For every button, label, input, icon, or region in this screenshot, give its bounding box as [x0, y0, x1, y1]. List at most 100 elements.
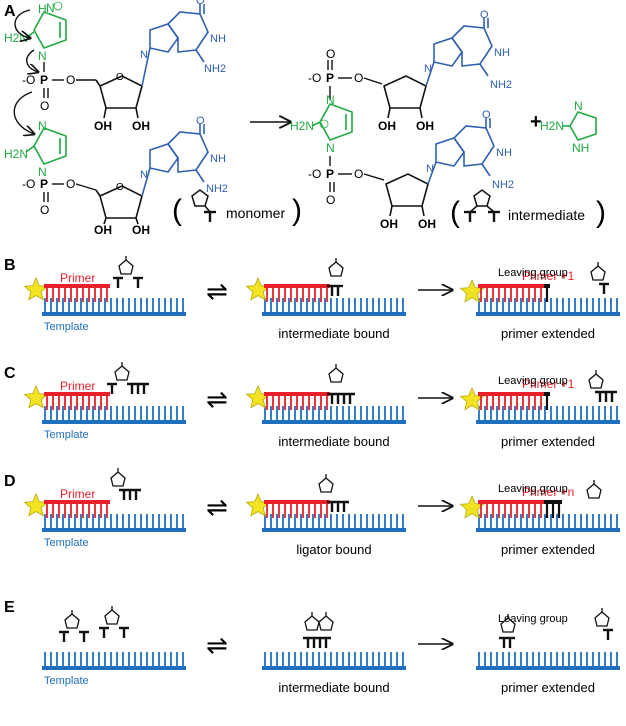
- template-strand: [476, 514, 620, 532]
- atom-p-int-2: P: [326, 167, 334, 181]
- leaving-group-label: Leaving group: [498, 613, 568, 625]
- atom-o-minus-1: -O: [22, 73, 35, 87]
- primer-label: Primer: [60, 379, 95, 393]
- atom-o-ester-1: O: [66, 73, 75, 87]
- fluorophore-star-icon: [459, 278, 485, 303]
- atom-nh-guanine-top: NH: [210, 33, 226, 45]
- imidazolium-bridge: [311, 103, 353, 141]
- free-imidazole: [563, 111, 597, 141]
- fluorophore-star-icon: [245, 492, 271, 517]
- template-strand: [42, 406, 186, 424]
- nucleobase-icon: [119, 626, 129, 638]
- paren-open-monomer: (: [172, 194, 182, 227]
- leaving-group-label: Leaving group: [498, 483, 568, 495]
- intermediate-icon: [114, 362, 130, 381]
- intermediate-icon: [64, 610, 80, 629]
- equilibrium-arrow-icon: ⇌: [206, 385, 228, 415]
- atom-h2n-bottom: H2N: [4, 147, 28, 161]
- atom-oh-top-2: OH: [132, 119, 150, 133]
- template-strand: [42, 652, 186, 670]
- paren-open-intermediate: (: [450, 196, 460, 229]
- atom-oh-int-3: OH: [380, 217, 398, 231]
- imidazole-ring-bottom: [25, 127, 67, 165]
- middle-caption: intermediate bound: [278, 680, 389, 695]
- atom-h2n-free: H2N: [540, 119, 564, 133]
- nucleobase-icon: [595, 390, 617, 402]
- ribose-int-top: [383, 75, 427, 119]
- bound-intermediate-icon: [304, 612, 320, 631]
- right-caption: primer extended: [501, 680, 595, 695]
- product-icon: [500, 614, 516, 633]
- atom-o-double-1: O: [40, 99, 49, 113]
- template-label: Template: [44, 675, 89, 687]
- fluorophore-star-icon: [23, 492, 49, 517]
- equilibrium-arrow-icon: ⇌: [206, 493, 228, 523]
- fluorophore-star-icon: [23, 276, 49, 301]
- nucleobase-icon: [79, 630, 89, 642]
- ribose-int-bottom: [385, 173, 429, 217]
- atom-oh-int-2: OH: [416, 119, 434, 133]
- intermediate-icon: [118, 256, 134, 275]
- atom-n-guanine-bottom: N: [140, 169, 148, 181]
- primer-strand: [44, 392, 110, 410]
- template-strand: [476, 406, 620, 424]
- intermediate-icon: [104, 606, 120, 625]
- ribose-top: [95, 75, 143, 119]
- nucleobase-icon: [303, 636, 331, 648]
- atom-o-int-top: O: [326, 47, 335, 61]
- nucleobase-icon: [127, 382, 149, 394]
- primer-extended-label: Primer +1: [522, 377, 575, 391]
- intermediate-icon: [464, 189, 500, 222]
- atom-o-guanine-bottom: O: [196, 115, 205, 127]
- primer-extended-label: Primer +1: [522, 269, 575, 283]
- primer-strand: [44, 284, 110, 302]
- leaving-group-icon: [586, 480, 602, 499]
- paren-close-monomer: ): [292, 194, 302, 227]
- panel-d-letter: D: [4, 473, 16, 490]
- curved-arrow-2: [26, 49, 38, 72]
- panel-a-letter: A: [4, 3, 16, 20]
- right-caption: primer extended: [501, 326, 595, 341]
- panel-e-letter: E: [4, 599, 15, 616]
- guanine-top: [141, 4, 209, 87]
- template-label: Template: [44, 429, 89, 441]
- curved-arrow-1: [14, 9, 30, 38]
- template-strand: [42, 514, 186, 532]
- primer-strand: [478, 500, 562, 518]
- atom-o-int-ester-1: O: [354, 71, 363, 85]
- leaving-group-icon: [594, 608, 610, 627]
- template-strand: [476, 652, 620, 670]
- atom-oh-int-4: OH: [418, 217, 436, 231]
- atom-o-int-ester-2: O: [354, 167, 363, 181]
- primer-strand: [264, 500, 330, 518]
- fluorophore-star-icon: [245, 276, 271, 301]
- leaving-group-label: Leaving group: [498, 375, 568, 387]
- primer-strand: [44, 500, 110, 518]
- ribose-bottom: [95, 185, 143, 225]
- atom-nh-free: NH: [572, 141, 589, 155]
- imidazolium-ring-top: [33, 11, 67, 49]
- plus-sign: +: [530, 111, 542, 133]
- ligator-icon: [110, 468, 126, 487]
- middle-caption: intermediate bound: [278, 434, 389, 449]
- atom-o-int-double: O: [326, 193, 335, 207]
- primer-extended-label: Primer +n: [522, 485, 574, 499]
- nucleobase-icon: [113, 276, 123, 288]
- primer-label: Primer: [60, 487, 95, 501]
- fluorophore-star-icon: [245, 384, 271, 409]
- nucleobase-icon: [99, 626, 109, 638]
- atom-o-guanine-int-bottom: O: [482, 109, 491, 121]
- atom-n-top-lower: N: [38, 49, 47, 63]
- template-strand: [262, 652, 406, 670]
- atom-n-bottom-lower: N: [38, 165, 47, 179]
- atom-nh2-guanine-int-bottom: NH2: [492, 179, 514, 191]
- nucleobase-icon: [327, 500, 349, 512]
- intermediate-label: intermediate: [508, 207, 585, 223]
- atom-nh2-guanine-bottom: NH2: [206, 183, 228, 195]
- guanine-int-top: [425, 18, 493, 87]
- template-strand: [262, 406, 406, 424]
